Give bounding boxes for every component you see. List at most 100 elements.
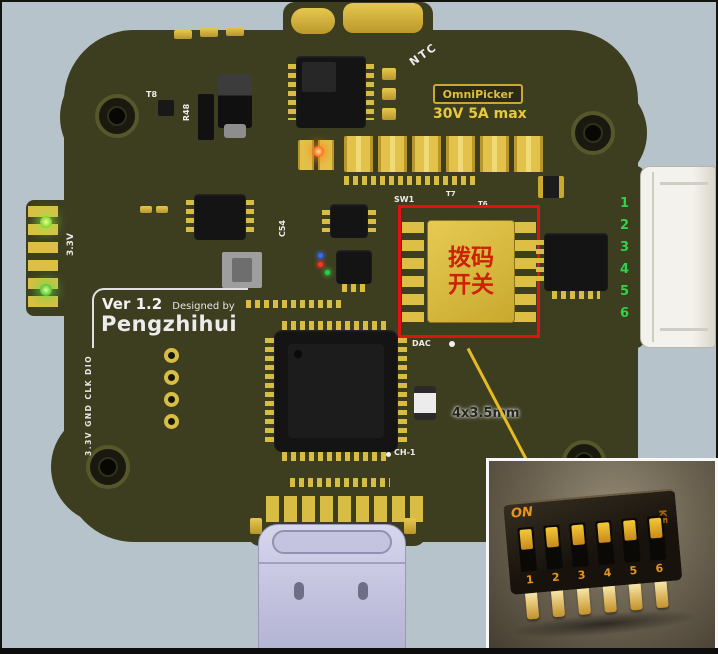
dip-switch-pin bbox=[602, 585, 617, 613]
chip-pins bbox=[368, 210, 376, 232]
rating-text: 30V 5A max bbox=[433, 106, 527, 122]
pad-row bbox=[290, 478, 390, 487]
test-point bbox=[164, 414, 179, 429]
pin-number-6: 6 bbox=[620, 306, 630, 321]
silkscreen-dot bbox=[449, 341, 455, 347]
silkscreen-t6: T6 bbox=[478, 200, 488, 208]
mcu-die bbox=[288, 344, 384, 438]
pad-row bbox=[246, 300, 342, 308]
usb-solder-row bbox=[266, 496, 426, 522]
version-line: Ver 1.2 Designed by bbox=[102, 294, 235, 313]
small-ic bbox=[330, 204, 368, 238]
dip-switch-photo: ON KE 1 2 3 4 5 6 bbox=[502, 479, 701, 651]
pin-number-1: 1 bbox=[620, 196, 630, 211]
chip-pins bbox=[536, 240, 544, 284]
small-ic bbox=[336, 250, 372, 284]
trimmer-slot bbox=[232, 258, 252, 282]
mounting-hole-top-left-bore bbox=[107, 106, 127, 126]
mcu-pins-bottom bbox=[282, 452, 390, 461]
solder-pad bbox=[226, 27, 244, 36]
pin-number-3: 3 bbox=[620, 240, 630, 255]
dip-slider-knob bbox=[545, 526, 560, 548]
chip-pins bbox=[288, 64, 296, 120]
mcu-pin1-dot bbox=[294, 350, 302, 358]
chip-pins bbox=[552, 291, 600, 299]
dip-switch-pin bbox=[576, 588, 592, 616]
jst-connector-seam bbox=[652, 172, 654, 342]
jst-connector-groove bbox=[660, 182, 708, 185]
version-label: Ver 1.2 bbox=[102, 295, 163, 313]
silkscreen-t7: T7 bbox=[446, 190, 456, 198]
dip-switch-label-line1: 拨码 bbox=[448, 245, 494, 272]
dip-number-3: 3 bbox=[577, 568, 587, 583]
silkscreen-r48: R48 bbox=[182, 103, 192, 122]
test-point bbox=[164, 370, 179, 385]
silkscreen-3v3: 3.3V bbox=[66, 233, 76, 256]
indicator-led-blue bbox=[318, 253, 323, 258]
dip-switch-body: 拨码 开关 bbox=[427, 220, 515, 323]
silkscreen-ch1: CH-1 bbox=[394, 448, 416, 457]
dip-number-1: 1 bbox=[525, 572, 535, 587]
status-led-orange bbox=[313, 146, 324, 157]
power-led-green2 bbox=[40, 284, 52, 296]
small-chip bbox=[158, 100, 174, 116]
author-name: Pengzhihui bbox=[101, 312, 238, 336]
dimension-label: 4x3.5mm bbox=[452, 406, 520, 421]
mosfet-chip bbox=[544, 233, 608, 291]
silkscreen-c54: C54 bbox=[278, 219, 288, 238]
chip-pins bbox=[322, 210, 330, 232]
power-led-green bbox=[40, 216, 52, 228]
inductor-component bbox=[218, 74, 252, 128]
silkscreen-dot bbox=[386, 452, 391, 457]
top-power-pad-small bbox=[291, 8, 335, 34]
dip-on-label: ON bbox=[510, 504, 534, 522]
mcu-pins-top bbox=[282, 321, 390, 330]
capacitor-gray bbox=[224, 124, 246, 138]
jst-connector-groove bbox=[660, 328, 708, 331]
dip-switch-pin bbox=[628, 583, 643, 611]
pin-number-2: 2 bbox=[620, 218, 630, 233]
dip-number-6: 6 bbox=[654, 561, 664, 576]
chip-pins bbox=[366, 64, 374, 120]
dip-switch-highlight-box bbox=[398, 205, 540, 338]
dip-number-2: 2 bbox=[551, 570, 561, 585]
usb-c-seam bbox=[259, 562, 405, 564]
solder-pad bbox=[382, 68, 396, 80]
mounting-hole-bottom-left-bore bbox=[98, 457, 118, 477]
test-point bbox=[164, 392, 179, 407]
solder-pad bbox=[140, 206, 152, 213]
solder-pad bbox=[200, 28, 218, 37]
dip-number-4: 4 bbox=[603, 566, 612, 580]
brand-badge: OmniPicker bbox=[433, 84, 523, 104]
usb-shield-tab bbox=[250, 518, 262, 534]
mcu-pins-left bbox=[265, 338, 274, 444]
solder-pad bbox=[174, 30, 192, 39]
dip-slider-knob bbox=[571, 524, 585, 546]
usb-c-slot bbox=[294, 582, 304, 600]
pad-row bbox=[344, 176, 476, 185]
capacitor-bank bbox=[344, 136, 544, 172]
pin-number-4: 4 bbox=[620, 262, 630, 277]
dip-switch-pin bbox=[525, 592, 540, 620]
solder-pad bbox=[382, 88, 396, 100]
usb-shield-tab bbox=[404, 518, 416, 534]
pin-number-5: 5 bbox=[620, 284, 630, 299]
dip-switch-pads-left bbox=[402, 222, 424, 322]
dip-slider-knob bbox=[519, 528, 534, 550]
usb-c-slot bbox=[358, 582, 368, 600]
inset-photo: ON KE 1 2 3 4 5 6 bbox=[486, 458, 718, 654]
capacitor-black bbox=[538, 176, 564, 198]
dip-number-5: 5 bbox=[629, 563, 638, 578]
silkscreen-swd-labels: 3.3V GND CLK DIO bbox=[84, 354, 93, 456]
test-point bbox=[164, 348, 179, 363]
indicator-led-red bbox=[318, 262, 323, 267]
chip-pins bbox=[246, 200, 254, 234]
solder-pad bbox=[156, 206, 168, 213]
designed-by-label: Designed by bbox=[172, 301, 235, 312]
mounting-hole-top-right-bore bbox=[583, 123, 603, 143]
regulator-chip-die bbox=[302, 62, 336, 92]
brand-badge-label: OmniPicker bbox=[442, 87, 514, 101]
usb-c-opening bbox=[272, 530, 392, 554]
silkscreen-t8: T8 bbox=[146, 90, 158, 99]
